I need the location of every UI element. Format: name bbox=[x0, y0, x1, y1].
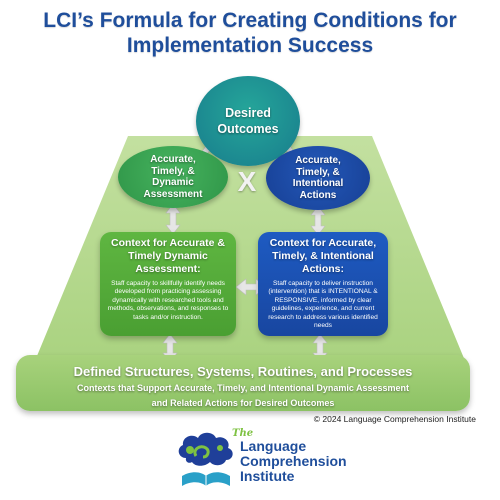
logo-line-1: Language bbox=[240, 438, 307, 454]
actions-context-body: Staff capacity to deliver instruction (i… bbox=[268, 280, 378, 330]
actions-circle-line-1: Accurate, bbox=[295, 155, 341, 166]
assessment-context-box: Context for Accurate & Timely Dynamic As… bbox=[100, 232, 236, 336]
title-line-1: LCI’s Formula for Creating Conditions fo… bbox=[43, 9, 457, 32]
foundation-bar: Defined Structures, Systems, Routines, a… bbox=[16, 355, 470, 411]
multiply-symbol: X bbox=[237, 166, 257, 197]
assessment-circle-line-2: Timely, & bbox=[151, 165, 195, 177]
logo-line-3: Institute bbox=[240, 468, 295, 484]
logo-the: The bbox=[232, 428, 254, 439]
desired-outcomes-line-1: Desired bbox=[225, 106, 271, 120]
desired-outcomes-line-2: Outcomes bbox=[217, 122, 279, 136]
actions-context-box: Context for Accurate, Timely, & Intentio… bbox=[258, 232, 388, 336]
actions-context-title-1: Context for Accurate, bbox=[269, 237, 377, 249]
assessment-context-title-1: Context for Accurate & bbox=[111, 237, 225, 249]
foundation-subtitle-1: Contexts that Support Accurate, Timely, … bbox=[76, 383, 410, 393]
assessment-context-title-2: Timely Dynamic bbox=[128, 250, 208, 262]
assessment-context-title-3: Assessment: bbox=[135, 263, 201, 275]
desired-outcomes-circle: Desired Outcomes bbox=[196, 76, 300, 166]
logo-line-2: Comprehension bbox=[240, 453, 347, 469]
page-title: LCI’s Formula for Creating Conditions fo… bbox=[0, 8, 500, 58]
actions-context-title-3: Actions: bbox=[302, 263, 344, 275]
actions-circle-line-4: Actions bbox=[299, 189, 337, 201]
logo-wordmark: Language Comprehension Institute bbox=[240, 439, 347, 484]
copyright-text: © 2024 Language Comprehension Institute bbox=[313, 414, 476, 424]
assessment-context-body: Staff capacity to skillfully identify ne… bbox=[107, 280, 229, 321]
foundation-subtitle-2: and Related Actions for Desired Outcomes bbox=[151, 398, 335, 408]
title-line-2: Implementation Success bbox=[126, 34, 374, 57]
assessment-circle: Accurate, Timely, & Dynamic Assessment bbox=[118, 146, 228, 208]
lci-logo-icon bbox=[178, 432, 233, 486]
actions-context-title-2: Timely, & Intentional bbox=[272, 250, 374, 262]
actions-circle-line-2: Timely, & bbox=[296, 166, 340, 178]
foundation-title: Defined Structures, Systems, Routines, a… bbox=[73, 364, 413, 379]
assessment-circle-line-1: Accurate, bbox=[150, 154, 196, 165]
assessment-circle-line-4: Assessment bbox=[143, 188, 203, 200]
assessment-circle-line-3: Dynamic bbox=[152, 177, 194, 188]
actions-circle: Accurate, Timely, & Intentional Actions bbox=[266, 146, 370, 210]
actions-circle-line-3: Intentional bbox=[292, 178, 344, 189]
